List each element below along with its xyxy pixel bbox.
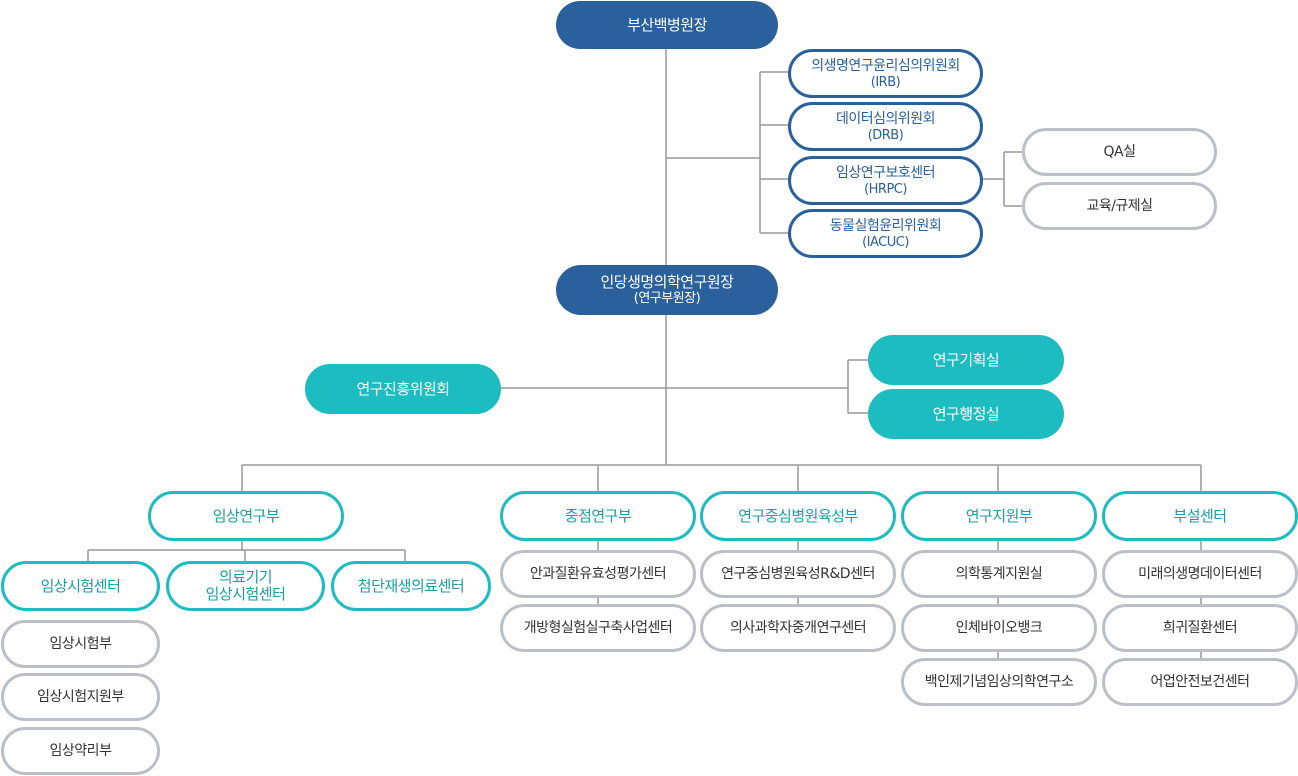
- committee-name: 동물실험윤리위원회: [829, 217, 942, 234]
- director-node: 부산백병원장: [556, 1, 778, 49]
- dept-label: 연구중심병원육성부: [738, 507, 858, 525]
- dept-label: 연구지원부: [965, 507, 1033, 525]
- committee-iacuc: 동물실험윤리위원회 (IACUC): [788, 209, 983, 258]
- dept-research-hospital: 연구중심병원육성부: [700, 491, 896, 541]
- unit-label: 희귀질환센터: [1162, 620, 1238, 636]
- office-label: 연구기획실: [932, 351, 1000, 369]
- committee-abbr: (HRPC): [864, 181, 907, 197]
- dept-affiliated: 부설센터: [1102, 491, 1298, 541]
- dept-clinical: 임상연구부: [148, 491, 344, 541]
- clinical-unit: 임상시험부: [1, 620, 160, 668]
- clinical-center-trial: 임상시험센터: [1, 561, 160, 611]
- committee-hrpc: 임상연구보호센터 (HRPC): [788, 156, 983, 205]
- unit-label: 임상시험부: [49, 636, 112, 652]
- unit-label: 안과질환유효성평가센터: [529, 566, 667, 582]
- support-unit: 인체바이오뱅크: [901, 604, 1097, 652]
- clinical-unit: 임상약리부: [1, 727, 160, 775]
- promotion-committee-node: 연구진흥위원회: [305, 364, 501, 414]
- affiliated-unit: 어업안전보건센터: [1102, 658, 1298, 706]
- unit-label: 의사과학자중개연구센터: [729, 620, 867, 636]
- office-administration: 연구행정실: [868, 389, 1064, 439]
- clinical-center-regenerative: 첨단재생의료센터: [331, 561, 491, 611]
- affiliated-unit: 미래의생명데이터센터: [1102, 550, 1298, 598]
- unit-label: 개방형실험실구축사업센터: [523, 620, 673, 636]
- hrpc-unit-label: QA실: [1103, 144, 1136, 160]
- committee-irb: 의생명연구윤리심의위원회 (IRB): [788, 49, 983, 98]
- center-label: 임상시험센터: [40, 577, 121, 595]
- unit-label: 임상시험지원부: [37, 689, 124, 705]
- committee-drb: 데이터심의위원회 (DRB): [788, 102, 983, 151]
- support-unit: 백인제기념임상의학연구소: [901, 658, 1097, 706]
- hrpc-unit-qa: QA실: [1022, 128, 1217, 176]
- office-label: 연구행정실: [932, 405, 1000, 423]
- support-unit: 의학통계지원실: [901, 550, 1097, 598]
- dept-support: 연구지원부: [901, 491, 1097, 541]
- unit-label: 인체바이오뱅크: [955, 620, 1043, 636]
- vice-director-node: 인당생명의학연구원장 (연구부원장): [556, 265, 778, 315]
- unit-label: 어업안전보건센터: [1150, 674, 1250, 690]
- hrpc-unit-education: 교육/규제실: [1022, 182, 1217, 230]
- hospital-unit: 연구중심병원육성R&D센터: [700, 550, 896, 598]
- center-label: 의료기기 임상시험센터: [205, 568, 286, 603]
- committee-name: 의생명연구윤리심의위원회: [811, 57, 960, 74]
- unit-label: 연구중심병원육성R&D센터: [721, 566, 875, 582]
- committee-name: 데이터심의위원회: [835, 110, 936, 127]
- center-label: 첨단재생의료센터: [357, 577, 465, 595]
- core-unit: 개방형실험실구축사업센터: [500, 604, 696, 652]
- committee-abbr: (IACUC): [862, 234, 909, 250]
- unit-label: 의학통계지원실: [955, 566, 1043, 582]
- dept-label: 부설센터: [1173, 507, 1227, 525]
- hospital-unit: 의사과학자중개연구센터: [700, 604, 896, 652]
- vice-director-label: 인당생명의학연구원장: [600, 273, 734, 291]
- unit-label: 백인제기념임상의학연구소: [924, 674, 1074, 690]
- affiliated-unit: 희귀질환센터: [1102, 604, 1298, 652]
- hrpc-unit-label: 교육/규제실: [1086, 198, 1153, 214]
- unit-label: 임상약리부: [49, 743, 112, 759]
- promotion-committee-label: 연구진흥위원회: [356, 380, 450, 398]
- dept-core: 중점연구부: [500, 491, 696, 541]
- office-planning: 연구기획실: [868, 335, 1064, 385]
- unit-label: 미래의생명데이터센터: [1138, 566, 1262, 582]
- core-unit: 안과질환유효성평가센터: [500, 550, 696, 598]
- vice-director-sub: (연구부원장): [633, 291, 701, 306]
- committee-abbr: (DRB): [867, 127, 904, 143]
- clinical-center-device: 의료기기 임상시험센터: [166, 561, 325, 611]
- director-label: 부산백병원장: [627, 16, 707, 34]
- clinical-unit: 임상시험지원부: [1, 673, 160, 721]
- dept-label: 중점연구부: [564, 507, 632, 525]
- committee-name: 임상연구보호센터: [835, 164, 936, 181]
- dept-label: 임상연구부: [212, 507, 280, 525]
- committee-abbr: (IRB): [870, 74, 901, 90]
